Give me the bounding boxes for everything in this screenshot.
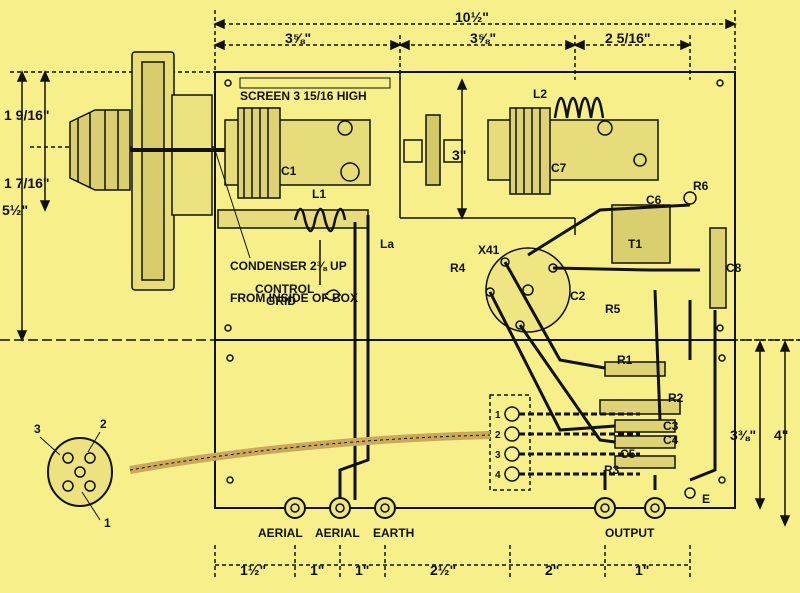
right-lower-inner-label: 3⅜" <box>730 427 756 443</box>
strip-num-4: 4 <box>495 470 501 481</box>
coil-l1: L1 La <box>217 187 394 251</box>
top-left-height-label: 1 9/16" <box>4 107 50 123</box>
seg2-label: 3⅝" <box>470 30 496 46</box>
c7-label: C7 <box>551 161 567 175</box>
bottom-dim-4: 2½" <box>430 562 456 578</box>
c3-label: C3 <box>663 419 679 433</box>
c2-label: C2 <box>570 289 586 303</box>
output-label: OUTPUT <box>605 526 655 540</box>
strip-num-1: 1 <box>495 410 501 421</box>
screen-note: SCREEN 3 15/16 HIGH <box>240 89 367 103</box>
aerial-2-label: AERIAL <box>315 526 360 540</box>
inner-height-label: 3" <box>452 147 466 163</box>
terminals: AERIAL AERIAL EARTH OUTPUT <box>258 497 666 540</box>
plug-pin-1: 1 <box>104 516 111 530</box>
r2-label: R2 <box>668 391 684 405</box>
overall-width-label: 10½" <box>455 9 489 25</box>
left-dimensions: 1 9/16" 1 7/16" 5½" <box>2 70 215 342</box>
valve-x41: X41 R4 C2 R5 <box>450 243 621 333</box>
chassis: 3" <box>0 71 800 509</box>
wiring <box>129 203 717 500</box>
transformer-t1: T1 C6 <box>611 193 671 264</box>
tuning-dial <box>69 51 360 291</box>
r5-label: R5 <box>605 302 621 316</box>
right-dimensions: 3⅜" 4" <box>730 339 800 527</box>
bottom-dim-6: 1" <box>635 562 649 578</box>
condenser-c7: C7 <box>487 107 659 195</box>
plug-pin-3: 3 <box>34 422 41 436</box>
c1-label: C1 <box>281 164 297 178</box>
l2-label: L2 <box>533 87 547 101</box>
seg3-label: 2 5/16" <box>605 30 651 46</box>
x41-label: X41 <box>478 243 500 257</box>
five-pin-plug: 3 2 1 <box>34 417 113 530</box>
top-dimensions: 10½" 3⅝" 3⅝" 2 5/16" <box>213 9 737 80</box>
coil-l2: L2 <box>533 87 605 119</box>
bottom-dim-2: 1" <box>310 562 324 578</box>
condenser-note-1: CONDENSER 2⅜ UP <box>230 259 347 273</box>
bottom-dim-1: 1½" <box>240 562 266 578</box>
r6-label: R6 <box>693 179 709 193</box>
la-label: La <box>380 237 394 251</box>
left-total-height-label: 5½" <box>2 202 28 218</box>
right-lower-total-label: 4" <box>774 427 788 443</box>
condenser-c1: C1 <box>224 107 371 199</box>
c6-label: C6 <box>646 193 662 207</box>
bottom-dimensions: 1½" 1" 1" 2½" 2" 1" <box>214 545 691 580</box>
terminal-strip: 1 2 3 4 <box>489 394 640 491</box>
r6-c8: R6 C8 <box>683 179 742 309</box>
plug-pin-2: 2 <box>100 417 107 431</box>
bottom-dim-5: 2" <box>545 562 559 578</box>
c4-label: C4 <box>663 433 679 447</box>
mid-left-height-label: 1 7/16" <box>4 175 50 191</box>
r1-label: R1 <box>617 353 633 367</box>
c8-label: C8 <box>726 261 742 275</box>
earth-label: EARTH <box>373 526 414 540</box>
bottom-dim-3: 1" <box>355 562 369 578</box>
annotations: SCREEN 3 15/16 HIGH CONDENSER 2⅜ UP FROM… <box>214 89 367 308</box>
lower-components: R1 R2 C3 C4 C5 R3 E <box>599 353 710 506</box>
r4-label: R4 <box>450 261 466 275</box>
seg1-label: 3⅝" <box>285 30 311 46</box>
e-label: E <box>702 492 710 506</box>
l1-label: L1 <box>312 187 326 201</box>
t1-label: T1 <box>628 237 642 251</box>
aerial-1-label: AERIAL <box>258 526 303 540</box>
strip-num-2: 2 <box>495 430 501 441</box>
control-grid-note-2: GRID <box>266 294 296 308</box>
r3-label: R3 <box>604 463 620 477</box>
strip-num-3: 3 <box>495 450 501 461</box>
coupler <box>403 114 463 186</box>
control-grid-note-1: CONTROL <box>255 282 314 296</box>
